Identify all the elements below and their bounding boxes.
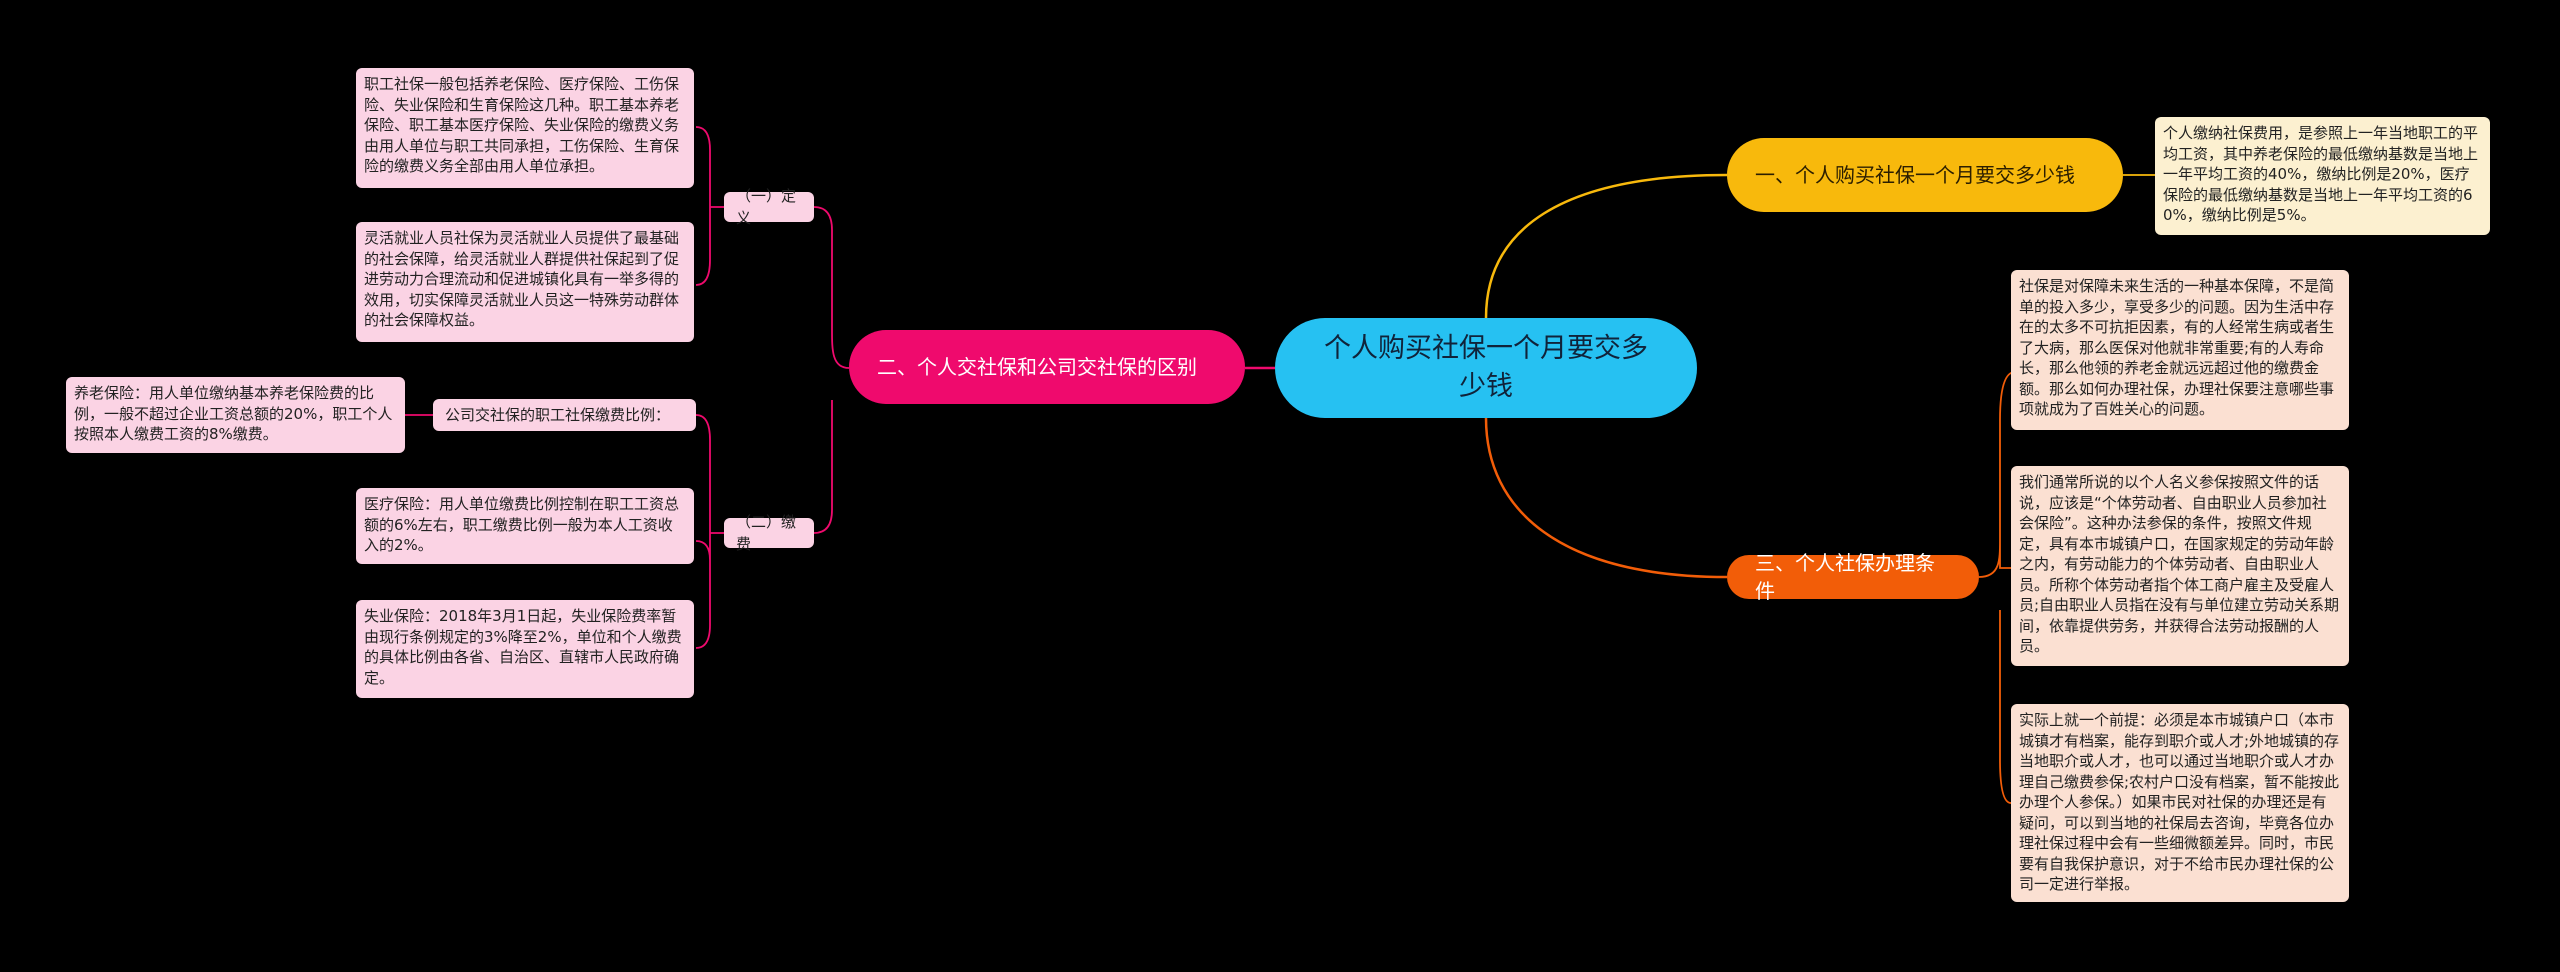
root-node[interactable]: 个人购买社保一个月要交多少钱 [1275, 318, 1697, 418]
branch-monthly-cost[interactable]: 一、个人购买社保一个月要交多少钱 [1727, 138, 2123, 212]
link-branch3-cards [1978, 371, 2016, 804]
card-monthly-cost-detail[interactable]: 个人缴纳社保费用，是参照上一年当地职工的平均工资，其中养老保险的最低缴纳基数是当… [2155, 117, 2490, 235]
link-root-branch3 [1484, 417, 1728, 579]
card-condition-prerequisite[interactable]: 实际上就一个前提：必须是本市城镇户口（本市城镇才有档案，能存到职介或人才;外地城… [2011, 704, 2349, 902]
branch-conditions[interactable]: 三、个人社保办理条件 [1727, 551, 1979, 603]
link-contribution-cards [695, 414, 724, 649]
card-condition-eligibility[interactable]: 我们通常所说的以个人名义参保按照文件的话说，应该是“个体劳动者、自由职业人员参加… [2011, 466, 2349, 666]
sub-node-contribution[interactable]: （二）缴费 [724, 513, 814, 553]
sub-node-company-ratio[interactable]: 公司交社保的职工社保缴费比例： [433, 399, 696, 431]
card-definition-employee[interactable]: 职工社保一般包括养老保险、医疗保险、工伤保险、失业保险和生育保险这几种。职工基本… [356, 68, 694, 188]
card-medical[interactable]: 医疗保险：用人单位缴费比例控制在职工工资总额的6%左右，职工缴费比例一般为本人工… [356, 488, 694, 564]
sub-node-definition[interactable]: （一）定义 [724, 187, 814, 227]
card-condition-intro[interactable]: 社保是对保障未来生活的一种基本保障，不是简单的投入多少，享受多少的问题。因为生活… [2011, 270, 2349, 430]
card-definition-flexible[interactable]: 灵活就业人员社保为灵活就业人员提供了最基础的社会保障，给灵活就业人群提供社保起到… [356, 222, 694, 342]
link-branch2-subs [813, 206, 850, 534]
link-definition-cards [695, 126, 724, 286]
card-pension[interactable]: 养老保险：用人单位缴纳基本养老保险费的比例，一般不超过企业工资总额的20%，职工… [66, 377, 405, 453]
branch-personal-vs-company[interactable]: 二、个人交社保和公司交社保的区别 [849, 330, 1245, 404]
link-root-branch1 [1484, 173, 1728, 319]
card-unemployment[interactable]: 失业保险：2018年3月1日起，失业保险费率暂由现行条例规定的3%降至2%，单位… [356, 600, 694, 698]
